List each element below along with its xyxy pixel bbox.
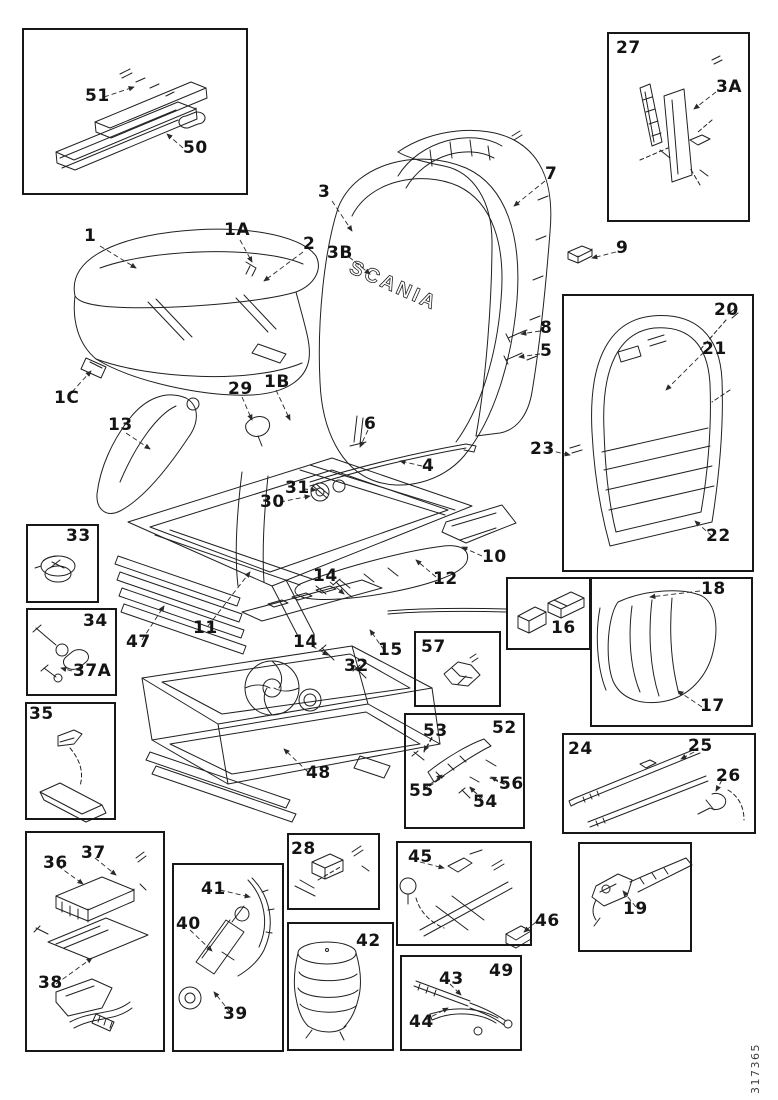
part-label-56: 56	[499, 774, 524, 794]
part-label-12: 12	[433, 569, 458, 589]
part-label-1A: 1A	[224, 220, 250, 240]
part-label-4: 4	[422, 456, 435, 476]
part-label-7: 7	[545, 164, 558, 184]
part-label-30: 30	[260, 492, 285, 512]
part-label-28: 28	[291, 839, 316, 859]
guide-blocks-inset	[506, 577, 591, 650]
part-label-32: 32	[344, 656, 369, 676]
part-label-6: 6	[364, 414, 377, 434]
part-label-43: 43	[439, 969, 464, 989]
part-label-40: 40	[176, 914, 201, 934]
part-label-21: 21	[702, 339, 727, 359]
part-label-51: 51	[85, 86, 110, 106]
part-label-3B: 3B	[327, 243, 353, 263]
part-label-1B: 1B	[264, 372, 290, 392]
shock-absorber-inset	[172, 863, 284, 1052]
control-unit-inset	[25, 831, 165, 1052]
cables-43-inset	[400, 955, 522, 1051]
part-label-24: 24	[568, 739, 593, 759]
part-label-19: 19	[623, 899, 648, 919]
part-label-22: 22	[706, 526, 731, 546]
part-label-25: 25	[688, 736, 713, 756]
part-label-39: 39	[223, 1004, 248, 1024]
backrest-panel-inset	[590, 577, 753, 727]
part-label-33: 33	[66, 526, 91, 546]
part-label-1C: 1C	[54, 388, 80, 408]
part-label-45: 45	[408, 847, 433, 867]
part-label-34: 34	[83, 611, 108, 631]
part-label-36: 36	[43, 853, 68, 873]
part-label-1: 1	[84, 226, 97, 246]
air-spring-inset	[287, 922, 394, 1051]
part-label-23: 23	[530, 439, 555, 459]
part-label-57: 57	[421, 637, 446, 657]
part-label-31: 31	[285, 478, 310, 498]
part-label-44: 44	[409, 1012, 434, 1032]
valve-28-inset	[287, 833, 380, 910]
part-label-54: 54	[473, 792, 498, 812]
part-label-17: 17	[700, 696, 725, 716]
part-label-52: 52	[492, 718, 517, 738]
part-label-55: 55	[409, 781, 434, 801]
part-label-37: 37	[81, 843, 106, 863]
part-label-8: 8	[540, 318, 553, 338]
part-label-41: 41	[201, 879, 226, 899]
part-label-14: 14	[293, 632, 318, 652]
part-label-29: 29	[228, 379, 253, 399]
linkage-45-inset	[396, 841, 532, 946]
part-label-27: 27	[616, 38, 641, 58]
part-label-3: 3	[318, 182, 331, 202]
part-label-49: 49	[489, 961, 514, 981]
headrest-mount-inset	[607, 32, 750, 222]
part-label-15: 15	[378, 640, 403, 660]
part-label-47: 47	[126, 632, 151, 652]
handle-19-inset	[578, 842, 692, 952]
part-label-18: 18	[701, 579, 726, 599]
part-label-48: 48	[306, 763, 331, 783]
part-label-5: 5	[540, 341, 553, 361]
part-label-10: 10	[482, 547, 507, 567]
part-label-37A: 37A	[73, 661, 112, 681]
hardware-34-inset	[26, 608, 117, 696]
knob-33-inset	[26, 524, 99, 603]
part-label-13: 13	[108, 415, 133, 435]
part-label-26: 26	[716, 766, 741, 786]
backrest-frame-inset	[562, 294, 754, 572]
drawing-number: 317365	[749, 1043, 762, 1094]
torsion-bars-inset	[562, 733, 756, 834]
seat-rails-inset	[22, 28, 248, 195]
part-label-20: 20	[714, 300, 739, 320]
part-label-38: 38	[38, 973, 63, 993]
part-label-42: 42	[356, 931, 381, 951]
part-label-53: 53	[423, 721, 448, 741]
part-label-50: 50	[183, 138, 208, 158]
part-label-16: 16	[551, 618, 576, 638]
part-label-46: 46	[535, 911, 560, 931]
part-label-3A: 3A	[716, 77, 742, 97]
part-label-11: 11	[193, 618, 218, 638]
part-label-35: 35	[29, 704, 54, 724]
part-label-9: 9	[616, 238, 629, 258]
part-label-2: 2	[303, 234, 316, 254]
part-label-14: 14	[313, 566, 338, 586]
